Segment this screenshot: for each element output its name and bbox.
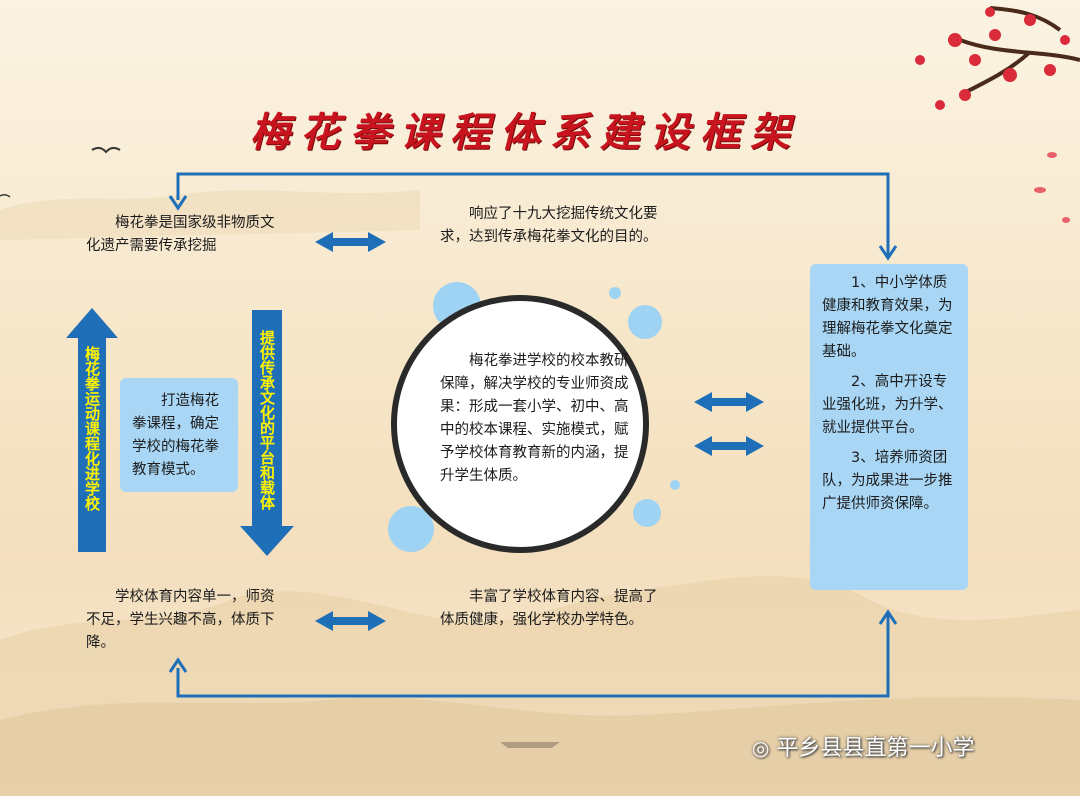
decorative-dot-icon	[388, 282, 680, 552]
left-vertical-label: 梅花拳运动课程化进学校	[83, 346, 101, 511]
double-arrow-icon	[694, 436, 764, 456]
bottom-right-text: 丰富了学校体育内容、提高了体质健康，强化学校办学特色。	[440, 589, 658, 628]
watermark-text: 平乡县县直第一小学	[776, 736, 975, 761]
middle-vertical-label: 提供传承文化的平台和载体	[258, 330, 276, 510]
bird-icon	[0, 193, 11, 198]
double-arrow-icon	[694, 392, 764, 412]
double-arrow-icon	[315, 611, 386, 631]
falling-petal-icon	[1034, 152, 1070, 223]
double-arrow-icon	[315, 232, 386, 252]
top-loop-connector	[176, 172, 890, 258]
right-box: 1、中小学体质健康和教育效果，为理解梅花拳文化奠定基础。 2、高中开设专业强化班…	[810, 264, 968, 590]
right-box-item-1: 1、中小学体质健康和教育效果，为理解梅花拳文化奠定基础。	[822, 275, 953, 360]
bottom-left-text: 学校体育内容单一，师资不足，学生兴趣不高，体质下降。	[86, 589, 275, 651]
top-left-text: 梅花拳是国家级非物质文化遗产需要传承挖掘	[86, 215, 275, 254]
mountain-silhouette	[0, 576, 1080, 796]
wechat-icon: ◎	[752, 736, 770, 760]
mountain-silhouette	[0, 190, 420, 240]
plum-branch	[959, 6, 1080, 97]
bird-icon	[91, 146, 121, 154]
left-box: 打造梅花拳课程，确定学校的梅花拳教育模式。	[120, 378, 238, 492]
down-arrow-shape	[240, 310, 294, 556]
up-arrow-shape	[66, 308, 118, 552]
bottom-loop-connector	[176, 612, 890, 698]
center-circle-text: 梅花拳进学校的校本教研保障，解决学校的专业师资成果：形成一套小学、初中、高中的校…	[440, 353, 629, 484]
plum-blossom-icon	[915, 7, 1070, 110]
right-box-item-2: 2、高中开设专业强化班，为升学、就业提供平台。	[822, 374, 953, 436]
arrow-head-up	[168, 657, 188, 673]
page-title: 梅花拳课程体系建设框架	[250, 109, 800, 156]
arrow-head-up	[878, 609, 898, 625]
arrow-head-down	[878, 245, 898, 261]
center-circle	[391, 295, 649, 553]
left-box-text: 打造梅花拳课程，确定学校的梅花拳教育模式。	[132, 393, 219, 478]
right-box-item-3: 3、培养师资团队，为成果进一步推广提供师资保障。	[822, 450, 953, 512]
watermark: ◎ 平乡县县直第一小学	[752, 730, 974, 762]
boat-icon	[500, 742, 560, 748]
arrow-head-down	[168, 195, 188, 211]
top-right-text: 响应了十九大挖掘传统文化要求，达到传承梅花拳文化的目的。	[440, 206, 658, 245]
